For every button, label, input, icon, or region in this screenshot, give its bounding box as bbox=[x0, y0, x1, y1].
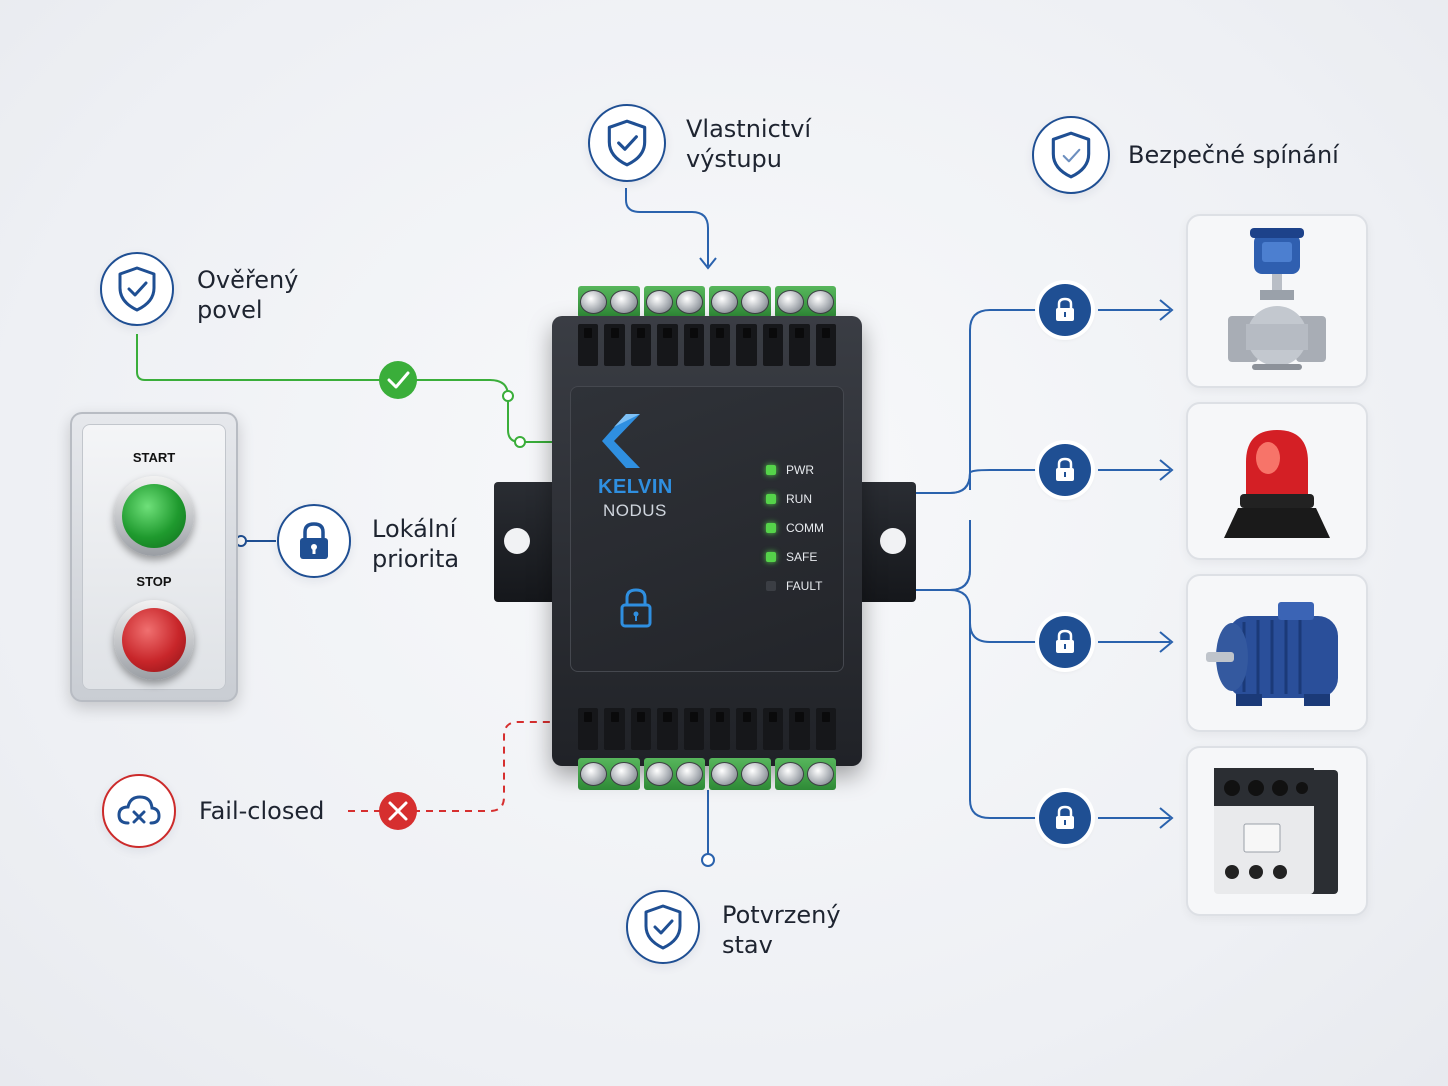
stop-button[interactable] bbox=[114, 600, 194, 680]
output-wire-upper bbox=[916, 309, 1040, 494]
led-run: RUN bbox=[766, 490, 812, 508]
pushbutton-panel: START STOP bbox=[70, 412, 238, 702]
led-safe: SAFE bbox=[766, 548, 817, 566]
status-led bbox=[766, 494, 776, 504]
status-led bbox=[766, 552, 776, 562]
status-led bbox=[766, 465, 776, 475]
fail-closed-wire bbox=[348, 721, 552, 812]
shield-check-icon bbox=[607, 119, 647, 167]
controller-faceplate: KELVIN NODUS PWR RUN COMM SAFE FAULT bbox=[570, 386, 844, 672]
lock-icon bbox=[1056, 805, 1074, 829]
output-wire-lower bbox=[916, 520, 1040, 819]
output-lock-2 bbox=[1039, 444, 1091, 496]
led-fault: FAULT bbox=[766, 577, 822, 595]
brand-subname: NODUS bbox=[603, 501, 667, 520]
top-terminal-block bbox=[578, 286, 836, 318]
verified-command-badge bbox=[100, 252, 174, 326]
confirmed-state-badge bbox=[626, 890, 700, 964]
safe-switching-badge bbox=[1032, 116, 1110, 194]
valve-icon bbox=[1228, 228, 1326, 370]
brand-name: KELVIN bbox=[598, 476, 673, 498]
output-card-valve bbox=[1186, 214, 1368, 388]
status-led bbox=[766, 523, 776, 533]
lock-icon bbox=[620, 588, 652, 628]
lock-icon bbox=[1056, 457, 1074, 481]
lock-icon bbox=[300, 522, 328, 559]
lock-icon bbox=[1056, 297, 1074, 321]
output-card-contactor bbox=[1186, 746, 1368, 916]
output-card-beacon bbox=[1186, 402, 1368, 560]
bottom-terminal-block bbox=[578, 758, 836, 790]
owned-output-badge bbox=[588, 104, 666, 182]
fail-closed-label: Fail-closed bbox=[199, 797, 325, 825]
output-lock-4 bbox=[1039, 792, 1091, 844]
safe-switching-label: Bezpečné spínání bbox=[1128, 141, 1339, 169]
local-priority-badge bbox=[277, 504, 351, 578]
owned-output-wire bbox=[625, 188, 709, 266]
error-x-icon bbox=[379, 792, 417, 830]
check-icon bbox=[379, 361, 417, 399]
output-lock-1 bbox=[1039, 284, 1091, 336]
led-pwr: PWR bbox=[766, 461, 814, 479]
kelvin-nodus-controller: KELVIN NODUS PWR RUN COMM SAFE FAULT bbox=[552, 286, 862, 796]
output-lock-3 bbox=[1039, 616, 1091, 668]
start-label: START bbox=[132, 450, 176, 465]
stop-label: STOP bbox=[136, 574, 172, 589]
electric-motor-icon bbox=[1206, 602, 1338, 706]
shield-check-icon bbox=[1051, 131, 1091, 179]
start-button[interactable] bbox=[114, 476, 194, 556]
fail-closed-badge bbox=[102, 774, 176, 848]
led-comm: COMM bbox=[766, 519, 824, 537]
kelvin-logo-icon bbox=[602, 414, 640, 468]
status-led bbox=[766, 581, 776, 591]
cloud-off-icon bbox=[117, 795, 161, 825]
verified-command-wire bbox=[136, 334, 552, 443]
output-card-motor bbox=[1186, 574, 1368, 732]
shield-check-icon bbox=[118, 266, 156, 312]
lock-icon bbox=[1056, 629, 1074, 653]
contactor-icon bbox=[1214, 768, 1338, 894]
warning-beacon-icon bbox=[1224, 430, 1330, 538]
shield-check-icon bbox=[644, 904, 682, 950]
